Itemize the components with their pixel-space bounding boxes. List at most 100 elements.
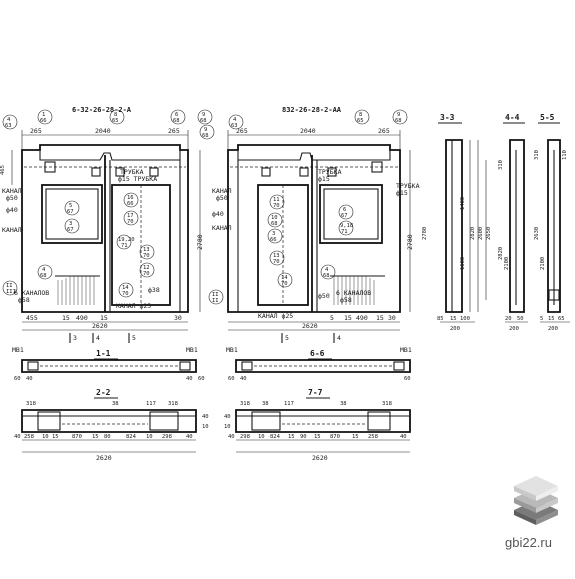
svg-text:66: 66: [270, 237, 277, 243]
svg-text:4-4: 4-4: [505, 113, 520, 122]
svg-text:1: 1: [42, 112, 45, 118]
svg-text:63: 63: [231, 123, 238, 129]
svg-text:МВ1: МВ1: [226, 346, 238, 354]
svg-text:15: 15: [314, 434, 321, 440]
svg-text:2600: 2600: [478, 227, 484, 240]
svg-text:870: 870: [330, 434, 340, 440]
svg-text:6-6: 6-6: [310, 349, 325, 358]
svg-text:ф38: ф38: [148, 286, 160, 294]
svg-text:ф50: ф50: [216, 194, 228, 202]
svg-text:20: 20: [505, 316, 512, 322]
svg-text:117: 117: [284, 401, 294, 407]
svg-text:ТРУБКА: ТРУБКА: [396, 182, 420, 190]
svg-text:258: 258: [368, 434, 378, 440]
svg-text:5: 5: [132, 334, 136, 342]
svg-text:455: 455: [26, 314, 38, 322]
svg-text:60: 60: [228, 376, 235, 382]
left-panel-mark: 6-32-26-28-2-A: [72, 106, 132, 114]
svg-text:2620: 2620: [312, 454, 328, 462]
svg-text:ф50: ф50: [6, 194, 18, 202]
svg-text:66: 66: [40, 118, 47, 124]
svg-text:2-2: 2-2: [96, 388, 111, 397]
svg-text:II: II: [212, 298, 219, 304]
svg-text:40: 40: [228, 434, 235, 440]
svg-text:70: 70: [273, 203, 280, 209]
svg-text:2780: 2780: [406, 234, 414, 250]
svg-text:5: 5: [330, 314, 334, 322]
svg-text:II: II: [212, 292, 219, 298]
svg-text:ТРУБКА: ТРУБКА: [318, 168, 342, 176]
svg-text:40: 40: [186, 434, 193, 440]
svg-text:4: 4: [96, 334, 100, 342]
svg-text:70: 70: [143, 271, 150, 277]
svg-text:265: 265: [236, 127, 248, 135]
svg-text:1-1: 1-1: [96, 349, 111, 358]
svg-text:ф15: ф15: [396, 189, 408, 197]
svg-text:265: 265: [30, 127, 42, 135]
right-elevation: 832-26-28-2-AA 265 2040 265: [212, 106, 420, 343]
svg-text:13: 13: [143, 247, 150, 253]
svg-text:2100: 2100: [504, 257, 510, 270]
svg-text:65: 65: [112, 118, 119, 124]
svg-text:2780: 2780: [422, 227, 428, 240]
svg-text:318: 318: [168, 401, 178, 407]
svg-text:10: 10: [258, 434, 265, 440]
svg-text:3: 3: [73, 334, 77, 342]
svg-text:265: 265: [168, 127, 180, 135]
svg-text:310: 310: [498, 160, 504, 170]
svg-text:38: 38: [262, 401, 269, 407]
left-elevation: 6-32-26-28-2-A 265 2040 265: [0, 106, 224, 343]
svg-text:19,20: 19,20: [118, 237, 135, 243]
svg-text:310: 310: [534, 150, 540, 160]
svg-text:5: 5: [69, 203, 72, 209]
svg-text:14: 14: [281, 275, 288, 281]
svg-text:6: 6: [175, 112, 178, 118]
svg-text:110: 110: [562, 150, 568, 160]
svg-text:68: 68: [200, 118, 207, 124]
svg-text:9: 9: [204, 127, 207, 133]
right-hatch: [330, 275, 385, 305]
svg-text:258: 258: [24, 434, 34, 440]
svg-text:6: 6: [343, 207, 346, 213]
svg-text:298: 298: [162, 434, 172, 440]
svg-text:2040: 2040: [300, 127, 316, 135]
svg-text:3-3: 3-3: [440, 113, 455, 122]
svg-text:60: 60: [14, 376, 21, 382]
svg-text:КАНАЛ: КАНАЛ: [2, 187, 22, 195]
right-panel-mark: 832-26-28-2-AA: [282, 106, 342, 114]
svg-text:2820: 2820: [498, 247, 504, 260]
svg-text:2040: 2040: [95, 127, 111, 135]
svg-text:10: 10: [224, 424, 231, 430]
svg-text:2620: 2620: [92, 322, 108, 330]
svg-text:2620: 2620: [302, 322, 318, 330]
svg-text:2620: 2620: [96, 454, 112, 462]
svg-text:30: 30: [388, 314, 396, 322]
svg-text:85: 85: [437, 316, 444, 322]
svg-text:40: 40: [186, 376, 193, 382]
svg-text:ф58: ф58: [340, 296, 352, 304]
svg-text:9: 9: [397, 112, 400, 118]
svg-text:КАНАЛ: КАНАЛ: [212, 187, 232, 195]
svg-text:490: 490: [356, 314, 368, 322]
svg-text:318: 318: [240, 401, 250, 407]
svg-text:40: 40: [224, 414, 231, 420]
svg-text:5-5: 5-5: [540, 113, 555, 122]
svg-text:8: 8: [359, 112, 362, 118]
svg-text:2100: 2100: [540, 257, 546, 270]
svg-text:МВ1: МВ1: [12, 346, 24, 354]
svg-text:10: 10: [271, 215, 278, 221]
svg-text:МВ1: МВ1: [400, 346, 412, 354]
svg-text:15: 15: [352, 434, 359, 440]
svg-text:824: 824: [270, 434, 281, 440]
svg-text:68: 68: [202, 133, 209, 139]
svg-text:ТРУБКА: ТРУБКА: [120, 168, 144, 176]
svg-text:ф15 ТРУБКА: ф15 ТРУБКА: [118, 175, 157, 183]
svg-text:2650: 2650: [486, 227, 492, 240]
svg-text:ф58: ф58: [18, 296, 30, 304]
svg-text:68: 68: [323, 273, 330, 279]
svg-text:10: 10: [202, 424, 209, 430]
svg-text:10: 10: [146, 434, 153, 440]
svg-text:15: 15: [376, 314, 384, 322]
